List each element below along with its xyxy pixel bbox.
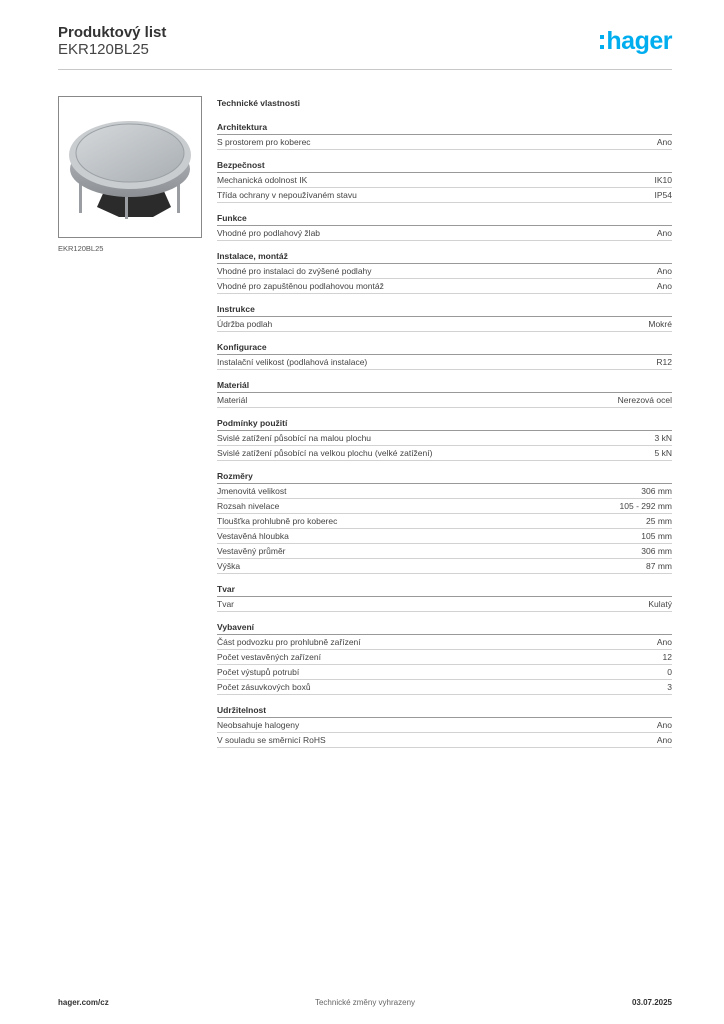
hager-logo: hager (600, 28, 672, 54)
spec-label: Vhodné pro podlahový žlab (217, 228, 321, 238)
spec-value: 12 (662, 652, 672, 662)
spec-value: Ano (656, 266, 672, 276)
spec-row: Vhodné pro zapuštěnou podlahovou montáž A… (217, 279, 672, 294)
spec-label: Část podvozku pro prohlubně zařízení (217, 637, 361, 647)
spec-group-title: Bezpečnost (217, 158, 672, 173)
spec-value: IK10 (654, 175, 673, 185)
spec-row: Část podvozku pro prohlubně zařízení Ano (217, 635, 672, 650)
spec-row: Vhodné pro podlahový žlab Ano (217, 226, 672, 241)
spec-value: Ano (656, 137, 672, 147)
spec-value: 306 mm (641, 546, 672, 556)
spec-value: 25 mm (646, 516, 672, 526)
spec-value: 3 (667, 682, 672, 692)
spec-label: Jmenovitá velikost (217, 486, 287, 496)
spec-label: Mechanická odolnost IK (217, 175, 308, 185)
spec-value: R12 (656, 357, 672, 367)
spec-group-title: Instrukce (217, 302, 672, 317)
spec-value: Ano (656, 735, 672, 745)
spec-group-title: Instalace, montáž (217, 249, 672, 264)
spec-row: Tloušťka prohlubně pro koberec 25 mm (217, 514, 672, 529)
spec-row: S prostorem pro koberec Ano (217, 135, 672, 150)
spec-row: Materiál Nerezová ocel (217, 393, 672, 408)
spec-label: Rozsah nivelace (217, 501, 280, 511)
spec-row: Vestavěná hloubka 105 mm (217, 529, 672, 544)
spec-row: Neobsahuje halogeny Ano (217, 718, 672, 733)
spec-value: 0 (667, 667, 672, 677)
spec-label: Vestavěná hloubka (217, 531, 289, 541)
spec-label: Výška (217, 561, 241, 571)
spec-group-title: Materiál (217, 378, 672, 393)
footer-note: Technické změny vyhrazeny (314, 998, 416, 1007)
spec-label: Vhodné pro zapuštěnou podlahovou montáž (217, 281, 384, 291)
spec-value: Mokré (648, 319, 672, 329)
spec-row: Údržba podlah Mokré (217, 317, 672, 332)
spec-group-title: Funkce (217, 211, 672, 226)
spec-value: Ano (656, 281, 672, 291)
spec-row: Počet výstupů potrubí 0 (217, 665, 672, 680)
spec-label: Počet zásuvkových boxů (217, 682, 311, 692)
spec-label: Třída ochrany v nepoužívaném stavu (217, 190, 357, 200)
spec-value: Ano (656, 720, 672, 730)
spec-group-title: Konfigurace (217, 340, 672, 355)
spec-value: 3 kN (654, 433, 672, 443)
logo-text: hager (606, 27, 672, 55)
logo-dots-icon (600, 35, 605, 49)
spec-label: Instalační velikost (podlahová instalace… (217, 357, 368, 367)
spec-row: Tvar Kulatý (217, 597, 672, 612)
spec-row: Počet zásuvkových boxů 3 (217, 680, 672, 695)
spec-value: Kulatý (648, 599, 672, 609)
spec-label: Svislé zatížení působící na velkou ploch… (217, 448, 433, 458)
spec-label: Počet vestavěných zařízení (217, 652, 321, 662)
spec-label: Tvar (217, 599, 234, 609)
spec-group-title: Tvar (217, 582, 672, 597)
specs-heading: Technické vlastnosti (217, 98, 300, 108)
spec-label: Počet výstupů potrubí (217, 667, 300, 677)
floor-box-lid-icon (69, 121, 191, 219)
spec-row: Vestavěný průměr 306 mm (217, 544, 672, 559)
spec-row: Třída ochrany v nepoužívaném stavu IP54 (217, 188, 672, 203)
spec-label: Materiál (217, 395, 248, 405)
spec-row: Rozsah nivelace 105 - 292 mm (217, 499, 672, 514)
spec-value: 87 mm (646, 561, 672, 571)
spec-value: Ano (656, 637, 672, 647)
spec-row: V souladu se směrnicí RoHS Ano (217, 733, 672, 748)
spec-label: Tloušťka prohlubně pro koberec (217, 516, 338, 526)
spec-value: 105 - 292 mm (619, 501, 672, 511)
spec-value: 5 kN (654, 448, 672, 458)
footer-website: hager.com/cz (58, 998, 109, 1007)
spec-row: Jmenovitá velikost 306 mm (217, 484, 672, 499)
spec-group-title: Podmínky použití (217, 416, 672, 431)
page-header: Produktový list EKR120BL25 hager (58, 24, 672, 70)
spec-label: Údržba podlah (217, 319, 273, 329)
spec-label: V souladu se směrnicí RoHS (217, 735, 326, 745)
spec-label: Svislé zatížení působící na malou plochu (217, 433, 372, 443)
product-code: EKR120BL25 (58, 41, 149, 58)
spec-row: Vhodné pro instalaci do zvýšené podlahy A… (217, 264, 672, 279)
spec-row: Svislé zatížení působící na velkou ploch… (217, 446, 672, 461)
spec-group-title: Rozměry (217, 469, 672, 484)
spec-row: Instalační velikost (podlahová instalace… (217, 355, 672, 370)
spec-value: IP54 (654, 190, 673, 200)
spec-label: Neobsahuje halogeny (217, 720, 300, 730)
spec-row: Výška 87 mm (217, 559, 672, 574)
spec-group-title: Architektura (217, 120, 672, 135)
image-caption: EKR120BL25 (58, 244, 104, 253)
spec-row: Počet vestavěných zařízení 12 (217, 650, 672, 665)
spec-label: Vhodné pro instalaci do zvýšené podlahy (217, 266, 372, 276)
spec-group-title: Vybavení (217, 620, 672, 635)
spec-value: Nerezová ocel (617, 395, 672, 405)
spec-row: Svislé zatížení působící na malou plochu… (217, 431, 672, 446)
document-title: Produktový list (58, 24, 167, 41)
spec-value: Ano (656, 228, 672, 238)
footer-date: 03.07.2025 (631, 998, 672, 1007)
spec-value: 306 mm (641, 486, 672, 496)
spec-label: S prostorem pro koberec (217, 137, 311, 147)
spec-row: Mechanická odolnost IK IK10 (217, 173, 672, 188)
spec-label: Vestavěný průměr (217, 546, 286, 556)
spec-value: 105 mm (641, 531, 672, 541)
product-image (58, 96, 202, 238)
spec-group-title: Udržitelnost (217, 703, 672, 718)
